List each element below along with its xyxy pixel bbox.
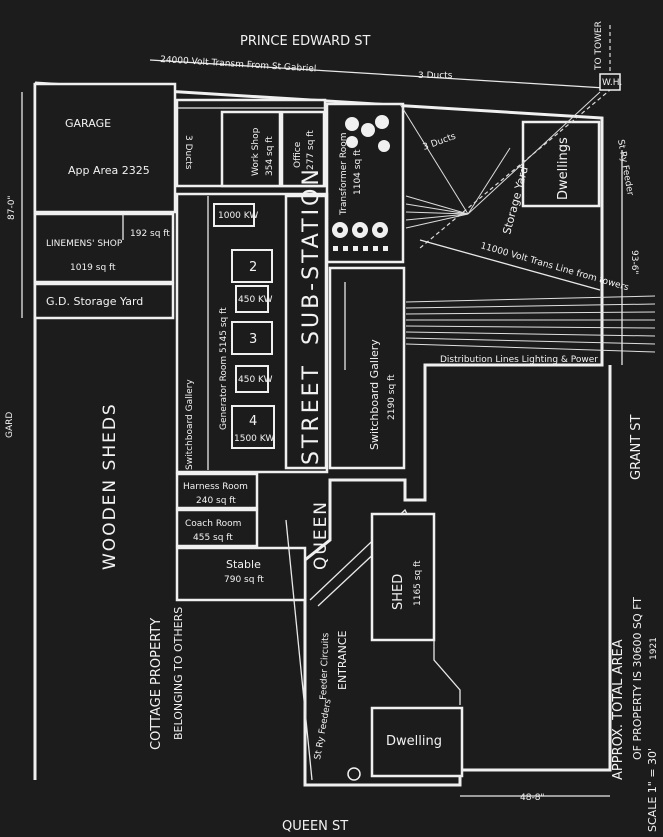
- to-tower-label: TO TOWER: [594, 21, 604, 71]
- gd-storage-label: G.D. Storage Yard: [46, 295, 143, 308]
- office-label: Office: [293, 141, 303, 168]
- street-west: GARD: [5, 412, 15, 438]
- feeder-circuit-line: [285, 519, 313, 781]
- dwelling-label: Dwelling: [386, 734, 442, 749]
- small-room-area: 192 sq ft: [130, 229, 170, 239]
- ducts-right-label: 3 Ducts: [422, 132, 458, 153]
- street-north: PRINCE EDWARD ST: [240, 34, 371, 49]
- stable-area: 790 sq ft: [224, 575, 264, 585]
- garage-room: [33, 82, 177, 214]
- switchboard-right-label: Switchboard Gallery: [368, 339, 381, 450]
- coach-room: [175, 508, 259, 548]
- linemens-area: 1019 sq ft: [70, 263, 116, 273]
- street-east: GRANT ST: [629, 414, 644, 480]
- shed-area: 1165 sq ft: [413, 560, 423, 606]
- ducts-top-label: 3 Ducts: [418, 71, 453, 81]
- svg-text:2: 2: [249, 260, 257, 275]
- generator-450a: 450 KW: [235, 285, 273, 313]
- transformer-units: [332, 115, 390, 238]
- wh-box: [599, 73, 621, 91]
- coach-label: Coach Room: [185, 519, 241, 529]
- switch-row: [333, 246, 388, 251]
- generator-3: 3: [231, 321, 273, 355]
- transmission-label: 24000 Volt Transm From St Gabriel: [160, 55, 317, 75]
- switchboard-left-label: Switchboard Gallery: [185, 379, 195, 470]
- dwelling-building: [370, 706, 464, 778]
- generator-450b: 450 KW: [235, 365, 273, 393]
- garage-area: App Area 2325: [68, 164, 150, 177]
- transformer-label: Transformer Room: [339, 133, 349, 217]
- dwellings-label: Dwellings: [556, 137, 571, 200]
- st-ry-feeders-label: St Ry Feeders: [313, 698, 334, 761]
- queen-label: QUEEN: [311, 500, 331, 570]
- cottage-line2: BELONGING TO OTHERS: [172, 607, 185, 740]
- cottage-line1: COTTAGE PROPERTY: [149, 618, 164, 750]
- svg-text:450 KW: 450 KW: [238, 295, 273, 305]
- manhole: [347, 767, 361, 781]
- wooden-sheds-label: WOODEN SHEDS: [100, 402, 120, 570]
- area-note-line2: OF PROPERTY IS 30600 SQ FT: [631, 597, 644, 760]
- svg-text:450 KW: 450 KW: [238, 375, 273, 385]
- workshop-area: 354 sq ft: [265, 136, 275, 176]
- distribution-label: Distribution Lines Lighting & Power: [440, 355, 598, 365]
- workshop-room: [220, 110, 282, 188]
- svg-text:4: 4: [249, 414, 257, 429]
- office-area: 277 sq ft: [306, 130, 316, 170]
- transformer-area: 1104 sq ft: [353, 149, 363, 195]
- harness-room: [175, 472, 259, 510]
- svg-text:1500 KW: 1500 KW: [234, 434, 274, 444]
- wh-label: W.H.: [602, 78, 622, 88]
- area-note-year: 1921: [649, 637, 659, 660]
- switchboard-right-area: 2190 sq ft: [387, 374, 397, 420]
- svg-text:1000 KW: 1000 KW: [218, 211, 258, 221]
- gd-storage-yard: [33, 282, 175, 320]
- dimension-bottom: 48-8": [520, 793, 545, 803]
- generator-1: 1000 KW: [213, 203, 258, 227]
- office-room: [280, 110, 326, 188]
- dwellings-block: [521, 120, 601, 208]
- garage-label: GARAGE: [65, 117, 111, 130]
- generator-4: 4 1500 KW: [231, 405, 275, 449]
- ducts-left-label: 3 Ducts: [183, 135, 193, 170]
- svg-text:3: 3: [249, 332, 257, 347]
- linemens-shop: [33, 212, 175, 284]
- entrance-label: ENTRANCE: [336, 630, 349, 690]
- stable-room: [175, 546, 307, 602]
- transmission-line-top: [149, 59, 606, 89]
- generator-room-label: Generator Room 5145 sq ft: [219, 307, 229, 430]
- substation-label: SUB-STATION: [299, 166, 324, 345]
- switchboard-gallery-right: [328, 266, 406, 470]
- st-ry-feeder-right-label: St Ry Feeder: [615, 139, 635, 197]
- harness-label: Harness Room: [183, 482, 248, 492]
- feeder-circuits-label: Feeder Circuits: [319, 632, 331, 700]
- scale-note: SCALE 1" = 30': [646, 748, 659, 832]
- feeder-fan: [399, 91, 601, 229]
- linemens-label: LINEMENS' SHOP: [46, 239, 123, 249]
- substation-column: [284, 194, 328, 470]
- street-label: STREET: [299, 363, 324, 465]
- trans-line-label: 11000 Volt Trans Line from towers: [479, 241, 630, 293]
- harness-area: 240 sq ft: [196, 496, 236, 506]
- trans-line-11000: [419, 239, 601, 291]
- area-note-line1: APPROX. TOTAL AREA: [611, 639, 626, 780]
- generator-2: 2: [231, 249, 273, 283]
- shed-annex: [433, 640, 461, 705]
- distribution-lines: [405, 295, 656, 353]
- coach-area: 455 sq ft: [193, 533, 233, 543]
- stable-label: Stable: [226, 558, 261, 571]
- workshop-label: Work Shop: [251, 127, 261, 176]
- shed-label: SHED: [391, 574, 406, 610]
- street-south: QUEEN ST: [282, 819, 348, 834]
- dimension-right: 93-6": [629, 250, 639, 275]
- dimension-left: 87-0": [7, 195, 17, 220]
